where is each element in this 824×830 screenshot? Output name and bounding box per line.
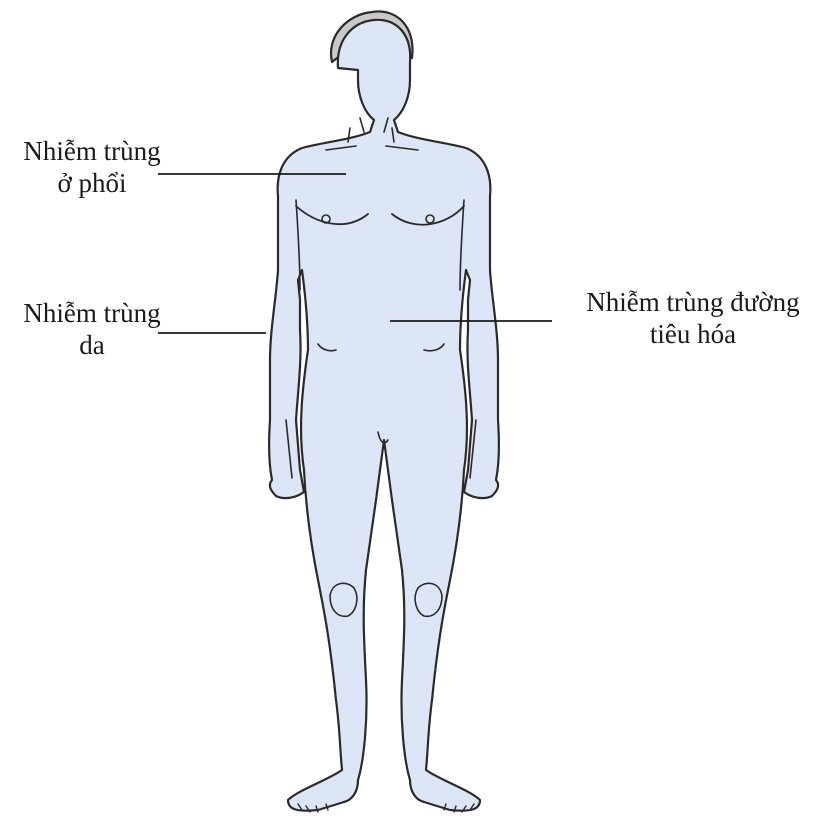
label-gi-line1: Nhiễm trùng đường <box>558 286 824 318</box>
label-gi-line2: tiêu hóa <box>558 318 824 350</box>
label-lung-line1: Nhiễm trùng <box>4 135 180 167</box>
label-skin-line2: da <box>4 329 180 361</box>
body-figure <box>269 11 499 812</box>
label-skin-infection: Nhiễm trùng da <box>4 297 180 361</box>
label-lung-infection: Nhiễm trùng ở phổi <box>4 135 180 199</box>
body-silhouette <box>269 20 499 811</box>
label-skin-line1: Nhiễm trùng <box>4 297 180 329</box>
label-gi-infection: Nhiễm trùng đường tiêu hóa <box>558 286 824 350</box>
label-lung-line2: ở phổi <box>4 167 180 199</box>
